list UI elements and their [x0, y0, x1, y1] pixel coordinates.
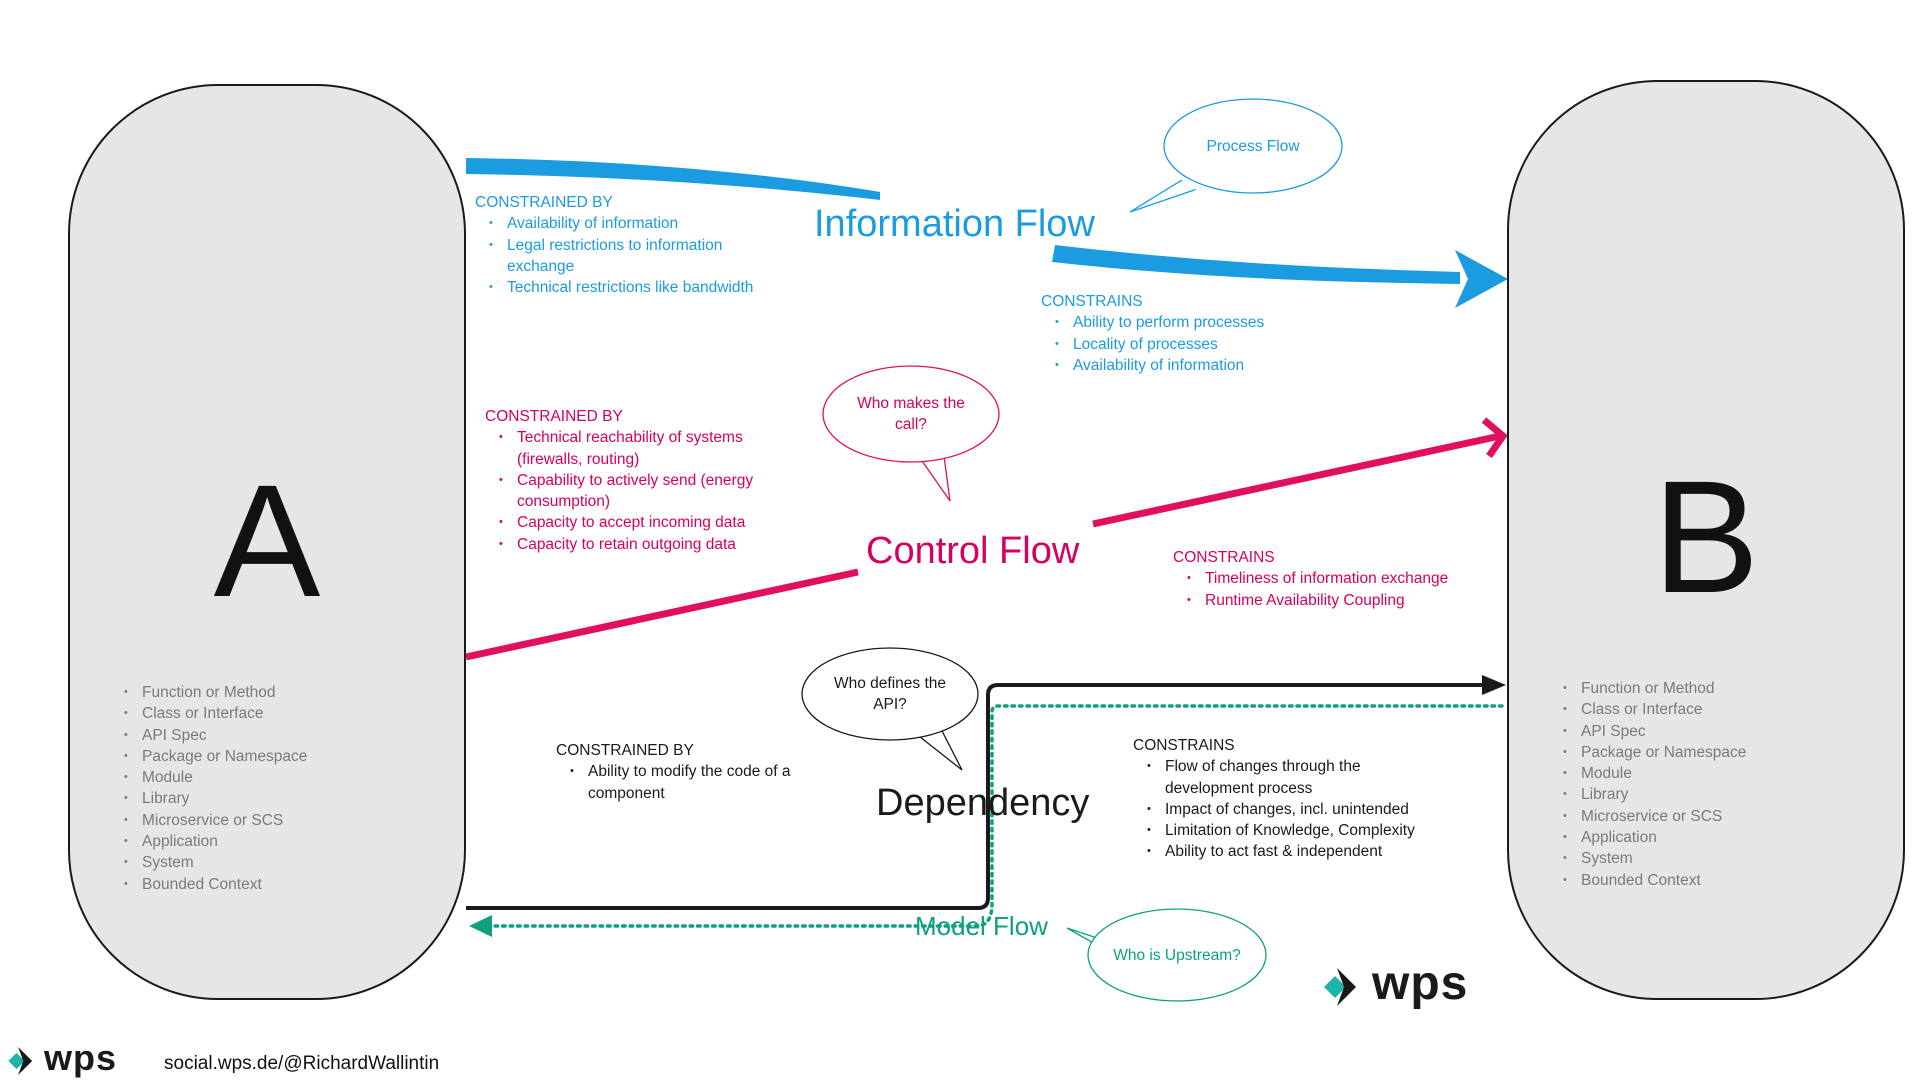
level-item: Library	[1563, 784, 1746, 806]
level-item: System	[124, 852, 307, 874]
control-constrained-by-list: Technical reachability of systems (firew…	[485, 427, 785, 555]
constraint-item: Ability to modify the code of a componen…	[570, 761, 816, 804]
constraint-item: Technical reachability of systems (firew…	[499, 427, 785, 470]
footer-handle[interactable]: social.wps.de/@RichardWallintin	[164, 1053, 440, 1074]
who-is-upstream-bubble-text: Who is Upstream?	[1113, 947, 1241, 964]
process-flow-bubble	[1129, 98, 1343, 213]
control-constrains-heading: CONSTRAINS	[1173, 549, 1275, 566]
control-constrains-list: Timeliness of information exchangeRuntim…	[1173, 568, 1473, 611]
constraint-item: Technical restrictions like bandwidth	[489, 277, 775, 299]
dependency-constrained-by: CONSTRAINED BY Ability to modify the cod…	[556, 740, 816, 804]
level-item: API Spec	[124, 725, 307, 747]
level-item: Bounded Context	[124, 874, 307, 896]
level-item: Function or Method	[124, 682, 307, 704]
information-flow-arrow	[466, 158, 880, 200]
box-b-letter: B	[1652, 447, 1760, 626]
box-b: B Function or MethodClass or InterfaceAP…	[1507, 80, 1905, 1000]
information-constrained-by-heading: CONSTRAINED BY	[475, 194, 613, 211]
information-constrains-list: Ability to perform processesLocality of …	[1041, 312, 1341, 376]
constraint-item: Availability of information	[1055, 355, 1341, 377]
constraint-item: Impact of changes, incl. unintended	[1147, 799, 1433, 821]
who-makes-call-bubble	[822, 365, 1000, 502]
control-flow-arrowhead	[1481, 417, 1508, 459]
level-item: Class or Interface	[124, 703, 307, 725]
control-flow-line-right	[1092, 432, 1501, 528]
information-constrains: CONSTRAINS Ability to perform processesL…	[1041, 291, 1341, 376]
level-item: Package or Namespace	[1563, 742, 1746, 764]
footer-wps-logo-text: wps	[44, 1037, 118, 1078]
level-item: API Spec	[1563, 721, 1746, 743]
dependency-constrained-by-heading: CONSTRAINED BY	[556, 742, 694, 759]
level-item: Bounded Context	[1563, 870, 1746, 892]
information-flow-arrow-tail	[1052, 245, 1460, 284]
model-flow-arrowhead	[469, 915, 492, 937]
level-item: Function or Method	[1563, 678, 1746, 700]
constraint-item: Availability of information	[489, 213, 775, 235]
wps-logo-text: wps	[1372, 957, 1469, 1010]
information-flow-title: Information Flow	[814, 203, 1095, 245]
information-constrains-heading: CONSTRAINS	[1041, 293, 1143, 310]
constraint-item: Ability to act fast & independent	[1147, 841, 1433, 863]
box-a-letter: A	[213, 451, 321, 630]
information-constrained-by-list: Availability of informationLegal restric…	[475, 213, 775, 298]
constraint-item: Flow of changes through the development …	[1147, 756, 1433, 799]
level-item: Module	[124, 767, 307, 789]
constraint-item: Timeliness of information exchange	[1187, 568, 1473, 590]
who-makes-call-bubble-text: Who makes the call?	[857, 395, 965, 433]
level-item: Application	[124, 831, 307, 853]
model-flow-title: Model Flow	[915, 911, 1048, 941]
information-flow-arrowhead	[1455, 250, 1508, 308]
dependency-constrains-heading: CONSTRAINS	[1133, 737, 1235, 754]
who-defines-api-bubble	[801, 647, 979, 771]
dependency-line	[466, 683, 1490, 910]
box-a: A Function or MethodClass or InterfaceAP…	[68, 84, 466, 1000]
who-defines-api-bubble-text: Who defines the API?	[833, 675, 946, 713]
model-flow-line	[486, 704, 1504, 928]
information-constrained-by: CONSTRAINED BY Availability of informati…	[475, 192, 775, 299]
control-constrained-by: CONSTRAINED BY Technical reachability of…	[485, 406, 785, 555]
constraint-item: Capacity to accept incoming data	[499, 512, 785, 534]
constraint-item: Capacity to retain outgoing data	[499, 534, 785, 556]
dependency-title: Dependency	[876, 782, 1090, 824]
footer-wps-logo: wps	[6, 1037, 117, 1079]
constraint-item: Limitation of Knowledge, Complexity	[1147, 820, 1433, 842]
process-flow-bubble-text: Process Flow	[1206, 138, 1300, 155]
level-item: Class or Interface	[1563, 699, 1746, 721]
dependency-arrowhead	[1482, 675, 1506, 695]
constraint-item: Capability to actively send (energy cons…	[499, 470, 785, 513]
constraint-item: Locality of processes	[1055, 334, 1341, 356]
level-item: System	[1563, 848, 1746, 870]
control-constrained-by-heading: CONSTRAINED BY	[485, 408, 623, 425]
control-constrains: CONSTRAINS Timeliness of information exc…	[1173, 547, 1473, 611]
constraint-item: Ability to perform processes	[1055, 312, 1341, 334]
level-item: Module	[1563, 763, 1746, 785]
wps-logo: wps	[1322, 957, 1468, 1011]
dependency-constrained-by-list: Ability to modify the code of a componen…	[556, 761, 816, 804]
level-item: Microservice or SCS	[124, 810, 307, 832]
footer-wps-logo-mark-icon	[8, 1046, 33, 1076]
box-b-levels: Function or MethodClass or InterfaceAPI …	[1563, 678, 1746, 891]
constraint-item: Runtime Availability Coupling	[1187, 590, 1473, 612]
dependency-constrains: CONSTRAINS Flow of changes through the d…	[1133, 735, 1433, 863]
dependency-constrains-list: Flow of changes through the development …	[1133, 756, 1433, 863]
wps-logo-mark-icon	[1324, 967, 1356, 1006]
level-item: Package or Namespace	[124, 746, 307, 768]
level-item: Microservice or SCS	[1563, 806, 1746, 828]
constraint-item: Legal restrictions to information exchan…	[489, 235, 775, 278]
level-item: Application	[1563, 827, 1746, 849]
box-a-levels: Function or MethodClass or InterfaceAPI …	[124, 682, 307, 895]
who-is-upstream-bubble	[1066, 908, 1267, 1002]
control-flow-line-left	[465, 568, 859, 661]
level-item: Library	[124, 788, 307, 810]
control-flow-title: Control Flow	[866, 530, 1080, 572]
